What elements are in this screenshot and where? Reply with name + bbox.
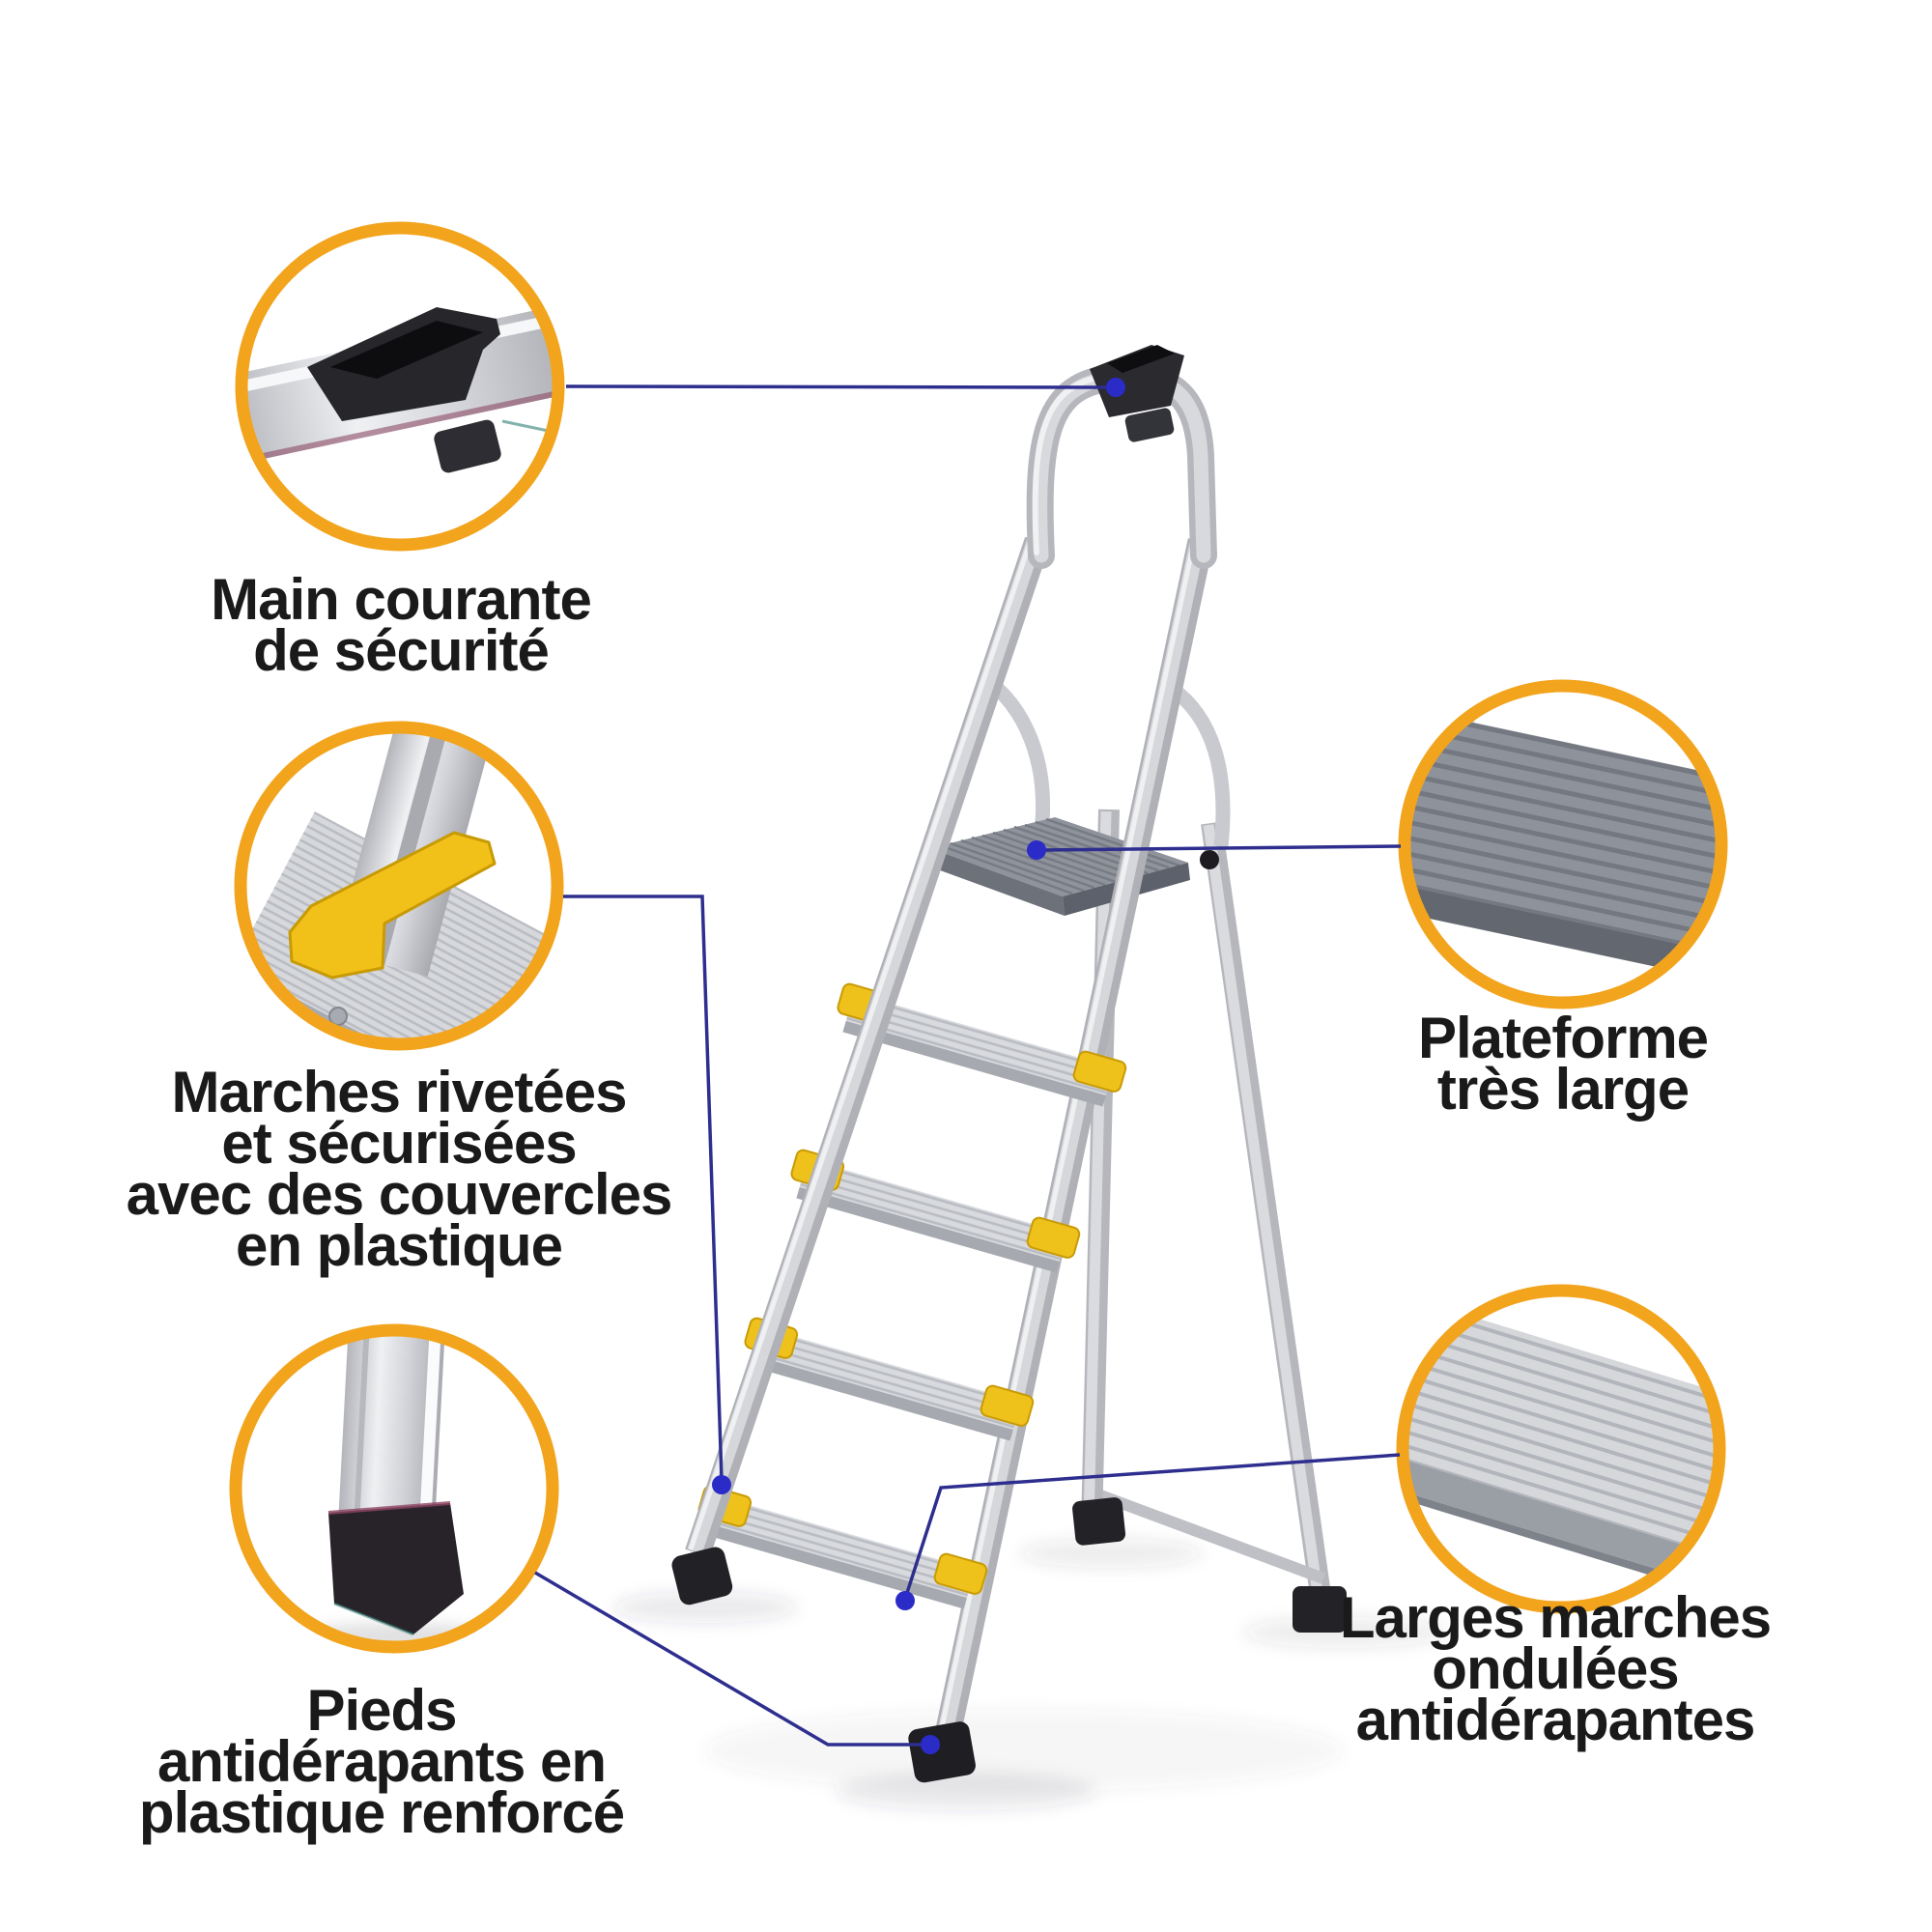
foot-rear-left: [1072, 1497, 1126, 1546]
connector-line-wide-steps: [904, 1453, 1401, 1597]
label-platform-line-2: très large: [1436, 1057, 1690, 1122]
label-riveted-steps-line-3: avec des couvercles: [126, 1162, 673, 1227]
label-riveted-steps-line-1: Marches rivetées: [171, 1060, 628, 1124]
front-stile-right: [933, 538, 1214, 1742]
ladder-step-4: [697, 1485, 988, 1609]
connector-dot-handrail: [1106, 378, 1125, 397]
label-riveted-steps-line-4: en plastique: [235, 1213, 563, 1278]
floor-shadows: [613, 1539, 1446, 1810]
label-riveted-steps: Marches rivetées et sécurisées avec des …: [46, 1060, 752, 1278]
rear-leg-right: [1201, 821, 1332, 1604]
label-wide-steps-line-3: antidérapantes: [1355, 1688, 1756, 1752]
ladder-step-1: [837, 982, 1127, 1107]
step-cover-right: [933, 1552, 988, 1595]
connector-line-platform: [1040, 844, 1402, 852]
ladder: [613, 345, 1446, 1810]
callout-circle-wide-steps: [1396, 1284, 1726, 1614]
label-riveted-steps-line-2: et sécurisées: [221, 1111, 577, 1176]
antislip-foot-photo: [301, 1336, 491, 1641]
label-wide-steps-line-1: Larges marches: [1339, 1585, 1772, 1650]
label-platform: Plateforme très large: [1215, 1006, 1911, 1122]
connector-dots: [712, 378, 1125, 1754]
connector-dot-platform: [1027, 840, 1046, 860]
handrail-grip-photo: [247, 301, 553, 473]
label-feet-line-2: antidérapants en: [156, 1729, 607, 1794]
label-handrail-line-1: Main courante: [211, 567, 592, 632]
step-cover-right: [1072, 1050, 1127, 1093]
foot-front-right: [908, 1721, 976, 1783]
label-handrail-line-2: de sécurité: [253, 618, 550, 683]
label-handrail: Main courante de sécurité: [82, 567, 720, 683]
handrail-tool-cap: [1090, 345, 1184, 442]
front-stile-left: [685, 536, 1050, 1558]
connector-dot-riveted-steps: [712, 1475, 731, 1494]
callout-circle-riveted-steps: [234, 721, 564, 1051]
ladder-step-3: [744, 1317, 1035, 1441]
callout-circle-platform: [1398, 679, 1728, 1009]
label-feet: Pieds antidérapants en plastique renforc…: [34, 1678, 729, 1845]
connector-line-riveted-steps: [563, 895, 724, 1481]
label-wide-steps: Larges marches ondulées antidérapantes: [1208, 1585, 1903, 1752]
connector-dot-feet: [921, 1735, 940, 1754]
label-wide-steps-line-2: ondulées: [1432, 1636, 1679, 1701]
connectors: [534, 384, 1402, 1747]
hinge-bolt: [1200, 850, 1219, 869]
foot-rear-right: [1293, 1586, 1347, 1633]
callout-circle-handrail: [235, 221, 565, 552]
connector-line-feet: [534, 1571, 925, 1747]
step-cover-right: [1026, 1216, 1081, 1259]
side-guard-right: [1166, 681, 1231, 847]
label-feet-line-3: plastique renforcé: [138, 1780, 625, 1845]
label-feet-line-1: Pieds: [306, 1678, 457, 1743]
step-cover-right: [980, 1384, 1035, 1427]
callout-circle-feet: [229, 1323, 559, 1654]
rear-leg-left: [1081, 809, 1120, 1527]
rear-cross-brace: [1093, 1488, 1326, 1584]
foot-front-left: [671, 1547, 733, 1605]
platform-ridges: [939, 817, 1180, 895]
connector-dot-wide-steps: [895, 1591, 915, 1610]
connector-line-handrail: [565, 384, 1112, 389]
label-platform-line-1: Plateforme: [1417, 1006, 1709, 1070]
